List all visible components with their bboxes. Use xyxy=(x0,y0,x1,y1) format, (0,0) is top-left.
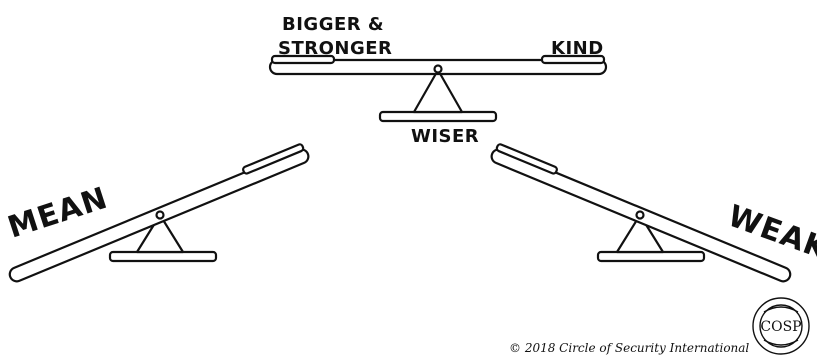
left-seesaw-base xyxy=(108,250,218,263)
balanced-seesaw-seat-left xyxy=(270,54,336,65)
cosp-logo-text: COSP xyxy=(760,319,801,335)
left-seesaw-seat xyxy=(242,143,305,175)
balanced-seesaw-fulcrum xyxy=(412,68,464,114)
cosp-logo: COSP xyxy=(752,297,810,355)
left-seesaw xyxy=(8,143,310,283)
right-seesaw-fulcrum xyxy=(615,213,665,254)
cosp-logo-arc-bottom xyxy=(763,339,799,346)
right-seesaw-base xyxy=(596,250,706,263)
label-bigger: BIGGER & xyxy=(282,14,384,35)
balanced-seesaw-seat-right xyxy=(540,54,606,65)
cosp-logo-outer-ring xyxy=(752,297,810,355)
cosp-logo-inner-ring xyxy=(759,304,803,348)
copyright-text: © 2018 Circle of Security International xyxy=(509,341,749,355)
balanced-seesaw xyxy=(268,54,608,123)
label-kind: KIND xyxy=(551,38,604,59)
right-seesaw-seat xyxy=(495,143,558,175)
balanced-seesaw-pivot xyxy=(433,64,443,74)
balanced-seesaw-base xyxy=(378,110,498,123)
cosp-logo-arc-top xyxy=(763,306,799,313)
label-wiser: WISER xyxy=(411,126,479,147)
right-seesaw-pivot xyxy=(635,210,645,220)
right-seesaw xyxy=(490,143,792,283)
label-stronger: STRONGER xyxy=(278,38,392,59)
left-seesaw-fulcrum xyxy=(135,213,185,254)
left-seesaw-pivot xyxy=(155,210,165,220)
